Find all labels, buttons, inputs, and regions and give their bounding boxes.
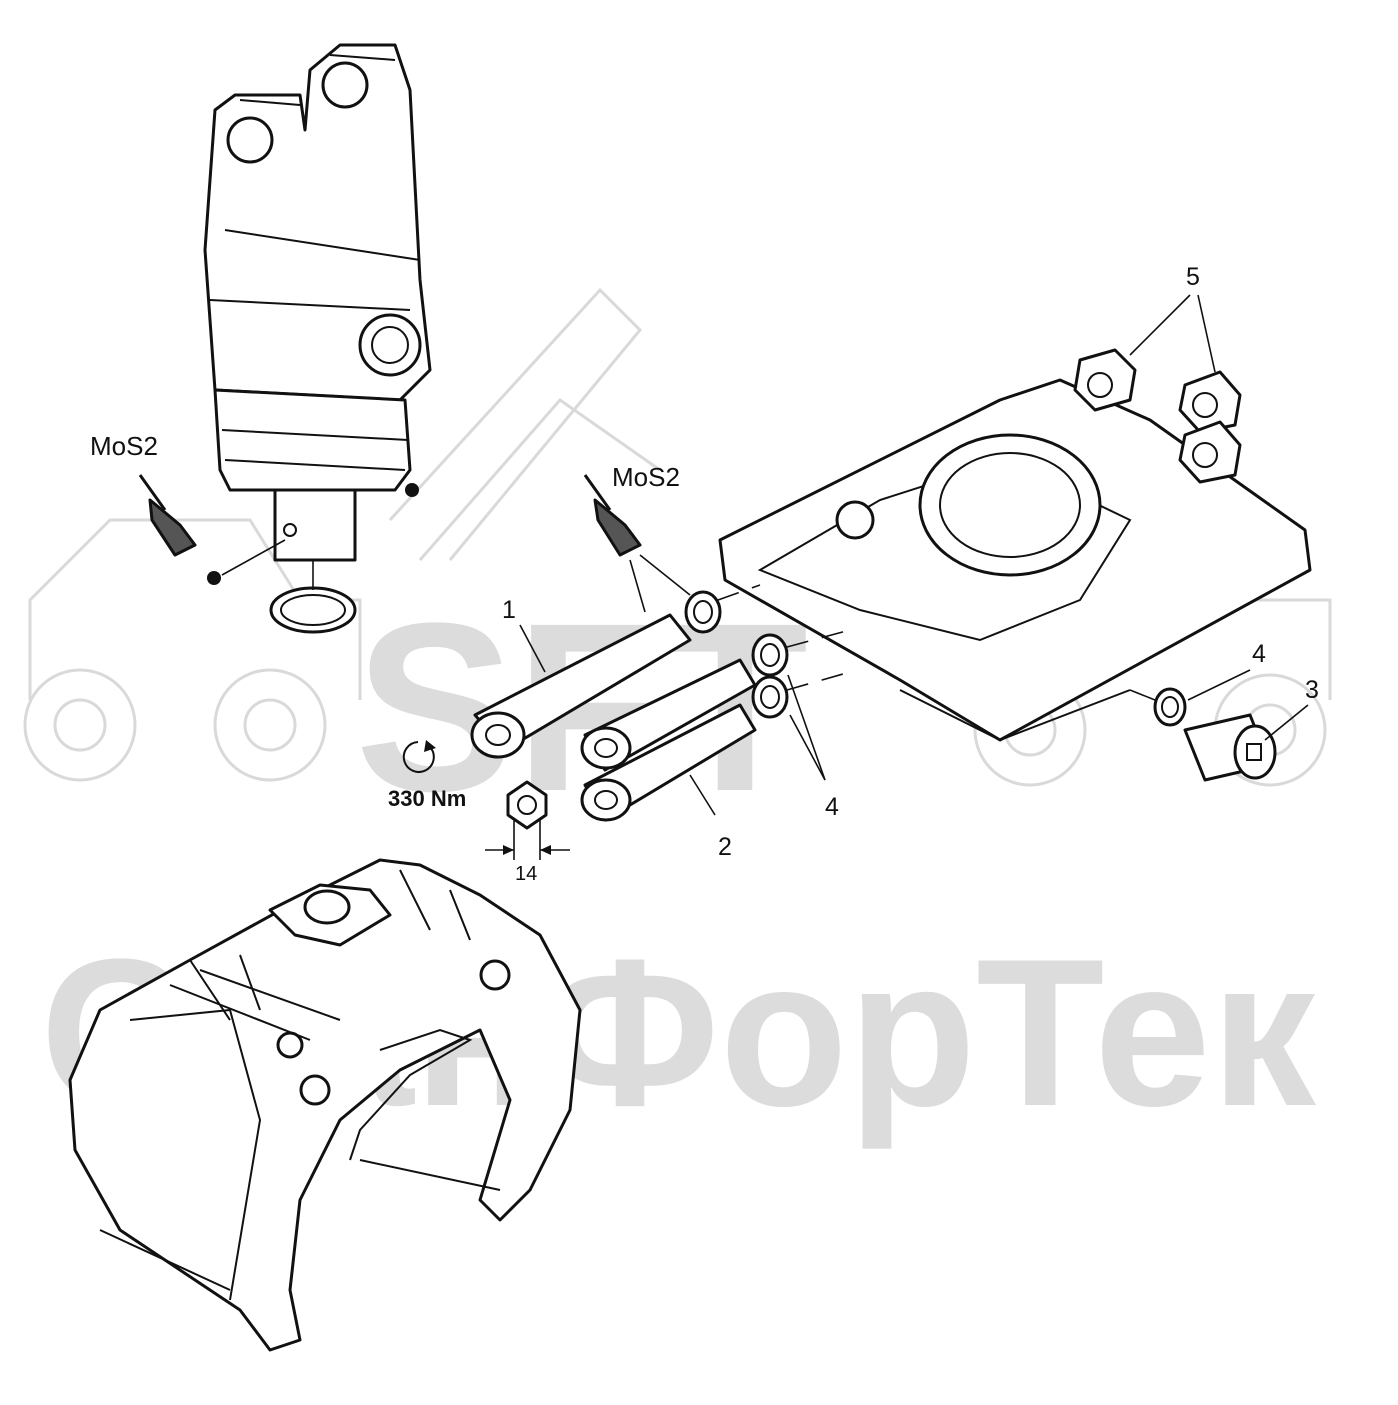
hex-nut [1178, 420, 1242, 484]
hex-nut [1178, 370, 1242, 434]
callout-2: 2 [718, 833, 732, 861]
callout-3: 3 [1305, 676, 1319, 704]
lubricant-label-left: MoS2 [90, 431, 158, 461]
lubricant-leader [639, 554, 691, 596]
short-bolt [1183, 713, 1277, 782]
long-bolt [470, 613, 692, 759]
lubricant-label-right: MoS2 [612, 462, 680, 492]
callout-5: 5 [1186, 263, 1200, 291]
hex-nut [1073, 348, 1137, 412]
washer [751, 633, 789, 677]
grapple-assembly [68, 858, 582, 1352]
callout-4-center: 4 [825, 793, 839, 821]
torque-label: 330 Nm [388, 786, 466, 811]
brush-icon [583, 474, 642, 557]
rotator-assembly [203, 43, 432, 634]
assembly-lines [717, 584, 1156, 701]
torque-rotation-icon [402, 740, 436, 773]
callout-4-right: 4 [1252, 640, 1266, 668]
callout-1: 1 [502, 596, 516, 624]
washer [684, 590, 722, 634]
washer [751, 675, 789, 719]
wrench-size-label: 14 [515, 863, 537, 885]
link-bracket [718, 378, 1312, 742]
hex-key-icon [485, 780, 570, 860]
bolt [580, 703, 757, 822]
washer [1153, 687, 1187, 727]
lubricant-leader [629, 559, 646, 613]
callout-leaders [519, 294, 1309, 816]
brush-icon [138, 474, 197, 557]
